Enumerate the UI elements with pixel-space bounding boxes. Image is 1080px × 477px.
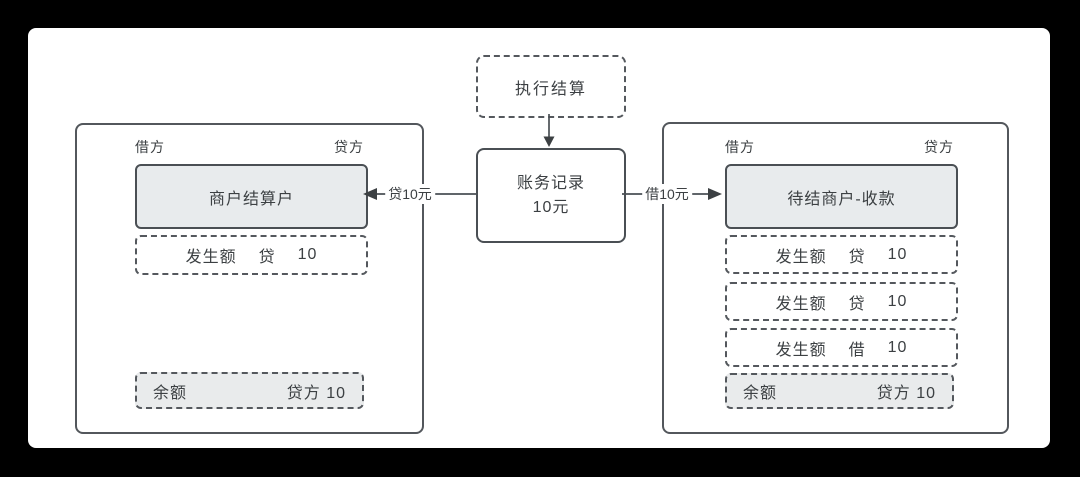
trigger-label: 执行结算 xyxy=(514,80,587,98)
record-line2: 10元 xyxy=(532,198,570,216)
right-balance-row: 余额 贷方 10 xyxy=(725,373,954,409)
entry-amount: 10 xyxy=(887,338,908,356)
left-account-panel: 借方 贷方 商户结算户 发生额 贷 10 余额 贷方 10 xyxy=(75,123,424,434)
balance-value: 贷方 10 xyxy=(286,384,346,402)
balance-value: 贷方 10 xyxy=(876,385,936,402)
record-line1: 账务记录 xyxy=(516,174,585,192)
entry-side: 借 xyxy=(848,341,866,359)
entry-side: 贷 xyxy=(258,249,276,266)
record-box: 账务记录 10元 xyxy=(476,148,626,243)
left-account-header: 借方 贷方 xyxy=(135,137,364,157)
entry-amount: 10 xyxy=(887,292,908,310)
entry-label: 发生额 xyxy=(775,341,827,359)
entry-amount: 10 xyxy=(297,246,318,263)
left-entry-row: 发生额 贷 10 xyxy=(135,235,368,275)
right-entry-row: 发生额 贷 10 xyxy=(725,235,958,274)
right-account-title: 待结商户-收款 xyxy=(787,190,896,208)
left-debit-header: 借方 xyxy=(135,139,165,155)
left-account-title-box: 商户结算户 xyxy=(135,164,368,229)
right-account-header: 借方 贷方 xyxy=(725,137,954,157)
entry-side: 贷 xyxy=(848,295,866,313)
entry-label: 发生额 xyxy=(775,295,827,313)
right-account-panel: 借方 贷方 待结商户-收款 发生额 贷 10 发生额 贷 10 发生额 借 10 xyxy=(662,122,1009,434)
trigger-box: 执行结算 xyxy=(476,55,626,118)
entry-label: 发生额 xyxy=(185,249,237,266)
left-credit-header: 贷方 xyxy=(334,139,364,155)
balance-label: 余额 xyxy=(743,385,778,402)
entry-label: 发生额 xyxy=(775,248,827,266)
right-entry-row: 发生额 借 10 xyxy=(725,328,958,367)
balance-label: 余额 xyxy=(153,384,188,402)
left-arrow-label: 贷10元 xyxy=(385,184,435,204)
arrow-down-icon xyxy=(543,114,555,147)
entry-side: 贷 xyxy=(848,248,866,266)
right-arrow-label: 借10元 xyxy=(642,184,692,204)
left-account-title: 商户结算户 xyxy=(208,190,294,208)
diagram-canvas: 执行结算 账务记录 10元 借方 贷方 商户结算户 发生额 贷 10 余额 贷方… xyxy=(28,28,1050,448)
left-balance-row: 余额 贷方 10 xyxy=(135,372,364,409)
entry-amount: 10 xyxy=(887,245,908,263)
right-account-title-box: 待结商户-收款 xyxy=(725,164,958,229)
right-credit-header: 贷方 xyxy=(924,139,954,155)
right-entry-row: 发生额 贷 10 xyxy=(725,282,958,321)
right-debit-header: 借方 xyxy=(725,139,755,155)
